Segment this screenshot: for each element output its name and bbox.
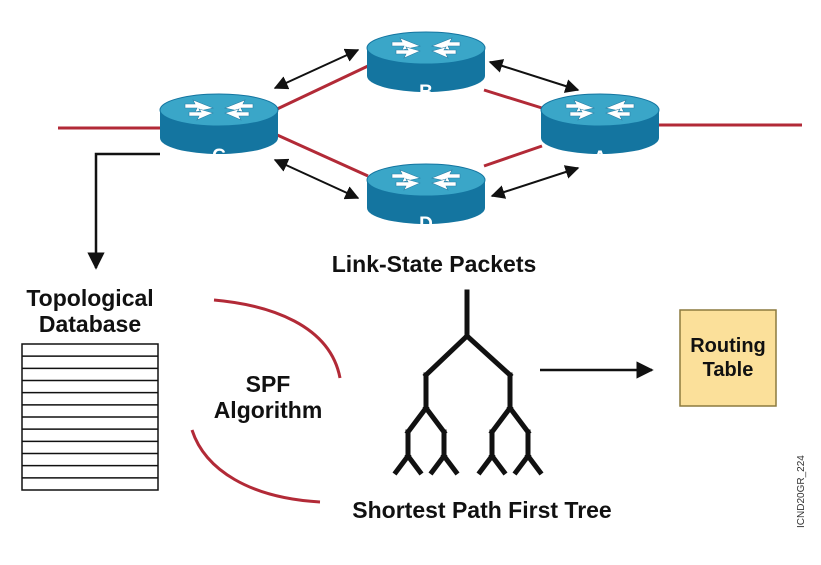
spf-tree	[392, 289, 544, 476]
arrow-c-to-database	[87, 152, 160, 270]
link-c-d	[274, 132, 369, 178]
database-rows	[22, 355, 158, 479]
router-c: C	[159, 93, 279, 167]
lsp-arrow-c-d	[273, 158, 360, 200]
lsp-arrow-b-a	[488, 59, 580, 93]
link-b-a	[483, 88, 543, 110]
link-c-b	[274, 64, 369, 112]
router-b-label: B	[419, 82, 433, 103]
figure-code: ICND20GR_224	[796, 455, 807, 528]
topo-label-line2: Database	[39, 311, 141, 337]
spf-label-line2: Algorithm	[214, 397, 323, 423]
routing-label-line1: Routing	[690, 335, 766, 357]
lsp-arrow-d-a	[490, 165, 580, 199]
router-a: A	[540, 93, 660, 169]
topo-label-line1: Topological	[26, 285, 153, 311]
spf-label-line1: SPF	[246, 371, 291, 397]
router-d-label: D	[419, 214, 433, 235]
routing-table: Routing Table	[679, 309, 777, 407]
router-c-label: C	[212, 146, 226, 167]
router-a-label: A	[593, 148, 607, 169]
router-d: D	[366, 163, 486, 235]
lsp-label: Link-State Packets	[332, 251, 537, 277]
spf-arc-top	[213, 298, 342, 379]
router-b: B	[366, 31, 486, 103]
network-links	[58, 64, 802, 178]
routing-label-line2: Table	[703, 359, 754, 381]
link-d-a	[483, 144, 543, 168]
spf-tree-label: Shortest Path First Tree	[352, 497, 611, 523]
spf-arc-bottom	[190, 429, 321, 504]
lsp-arrows	[273, 48, 580, 200]
lsp-arrow-c-b	[273, 48, 360, 90]
topological-database	[21, 343, 159, 491]
